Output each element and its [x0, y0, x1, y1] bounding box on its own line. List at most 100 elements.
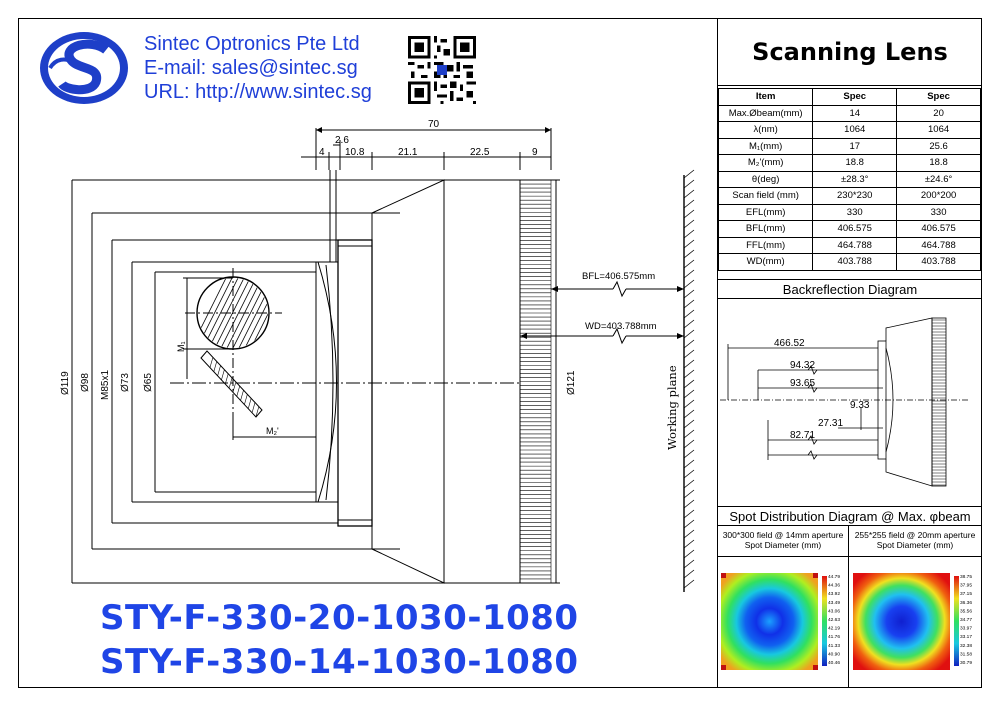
spot-scale-tick: 42.19 [828, 626, 840, 632]
dim-4: 4 [319, 147, 325, 158]
spot-caption-rule [718, 556, 981, 557]
spot-left-caption-2: Spot Diameter (mm) [744, 540, 822, 550]
backreflection-diagram: 466.52 94.32 93.65 9.33 27.31 82.71 [720, 317, 968, 487]
header-spec-2: Spec [896, 88, 981, 106]
spec-value-cell: 14 [812, 104, 898, 122]
label-m1: M₁ [176, 341, 186, 352]
product-title: Scanning Lens [718, 18, 982, 86]
dim-21-1: 21.1 [398, 147, 418, 158]
spec-value-cell: 25.6 [896, 137, 981, 155]
spot-scale-tick: 36.36 [960, 600, 972, 606]
spec-item-cell: BFL(mm) [717, 220, 814, 238]
spot-heatmap-left [721, 573, 818, 670]
spot-scale-tick: 44.36 [828, 583, 840, 589]
model-number-2: STY-F-330-14-1030-1080 [100, 642, 579, 682]
br-dim-94-32: 94.32 [790, 360, 815, 371]
qr-code-icon [408, 36, 476, 104]
spec-item-cell: FFL(mm) [717, 236, 814, 254]
lens-mechanical-drawing: 70 2.6 4 10.8 21.1 22.5 9 BFL=406.575mm … [60, 119, 695, 592]
spec-value-cell: 18.8 [896, 154, 981, 172]
spec-value-cell: 17 [812, 137, 898, 155]
header-spec-1: Spec [812, 88, 898, 106]
header-item: Item [717, 88, 814, 106]
model-number-1: STY-F-330-20-1030-1080 [100, 598, 579, 638]
company-name: Sintec Optronics Pte Ltd [144, 33, 360, 55]
spec-value-cell: 1064 [812, 121, 898, 139]
spec-value-cell: 230*230 [812, 187, 898, 205]
spot-scale-tick: 35.56 [960, 608, 972, 614]
br-dim-9-33: 9.33 [850, 400, 870, 411]
mirror-hatch [201, 351, 262, 417]
spec-value-cell: 406.575 [896, 220, 981, 238]
spot-scale-tick: 37.15 [960, 591, 972, 597]
spec-table-row: θ(deg)±28.3°±24.6° [717, 170, 981, 188]
model-numbers: STY-F-330-20-1030-1080 STY-F-330-14-1030… [100, 596, 579, 684]
spec-value-cell: 18.8 [812, 154, 898, 172]
spec-value-cell: 464.788 [812, 236, 898, 254]
spot-scale-tick: 43.49 [828, 600, 840, 606]
lens-ring-texture [519, 179, 552, 583]
spec-value-cell: 403.788 [812, 253, 898, 271]
spec-item-cell: M₂'(mm) [717, 154, 814, 172]
dim-d119: Ø119 [60, 371, 71, 395]
spot-scale-tick: 41.33 [828, 643, 840, 649]
spot-scale-tick: 41.76 [828, 634, 840, 640]
spec-table-header: Item Spec Spec [717, 88, 981, 106]
dim-22-5: 22.5 [470, 147, 490, 158]
dim-2-6: 2.6 [335, 135, 349, 146]
spot-scale-tick: 33.97 [960, 626, 972, 632]
spec-item-cell: M₁(mm) [717, 137, 814, 155]
br-dim-466-52: 466.52 [774, 338, 805, 349]
spot-scale-right [954, 576, 959, 666]
br-dim-27-31: 27.31 [818, 418, 843, 429]
dim-70: 70 [428, 119, 440, 130]
spot-scale-tick: 40.46 [828, 660, 840, 666]
spot-scale-tick: 37.95 [960, 583, 972, 589]
wd-label: WD=403.788mm [585, 321, 657, 332]
drawing-frame [18, 18, 982, 688]
sintec-logo [40, 32, 128, 104]
dim-10-8: 10.8 [345, 147, 365, 158]
company-url: URL: http://www.sintec.sg [144, 81, 372, 103]
dim-d121: Ø121 [566, 370, 577, 395]
spot-scale-tick: 40.90 [828, 651, 840, 657]
spot-left-caption-1: 300*300 field @ 14mm aperture [722, 530, 844, 540]
spot-scale-tick: 43.06 [828, 608, 840, 614]
spot-diagram-title: Spot Distribution Diagram @ Max. φbeam [718, 506, 982, 526]
dim-d65: Ø65 [143, 373, 154, 392]
spec-value-cell: 464.788 [896, 236, 981, 254]
spot-scale-tick: 33.17 [960, 634, 972, 640]
spot-divider [848, 526, 849, 688]
br-dim-82-71: 82.71 [790, 430, 815, 441]
dim-d98: Ø98 [80, 373, 91, 392]
spot-scale-tick: 31.58 [960, 651, 972, 657]
spot-scale-tick: 34.77 [960, 617, 972, 623]
working-plane-hatch [683, 169, 695, 589]
company-email: E-mail: sales@sintec.sg [144, 57, 358, 79]
backreflection-title: Backreflection Diagram [718, 279, 982, 299]
spot-scale-tick: 44.79 [828, 574, 840, 580]
br-dim-93-65: 93.65 [790, 378, 815, 389]
spot-scale-tick: 43.92 [828, 591, 840, 597]
working-plane-label: Working plane [665, 365, 679, 450]
spec-value-cell: ±28.3° [812, 170, 898, 188]
spec-value-cell: ±24.6° [896, 170, 981, 188]
spot-scale-tick: 38.75 [960, 574, 972, 580]
spec-item-cell: Max.Øbeam(mm) [717, 104, 814, 122]
spot-scale-tick: 42.63 [828, 617, 840, 623]
spot-right-caption: 255*255 field @ 20mm aperture Spot Diame… [850, 530, 980, 550]
spec-item-cell: EFL(mm) [717, 203, 814, 221]
bfl-label: BFL=406.575mm [582, 271, 655, 282]
spec-item-cell: λ(nm) [717, 121, 814, 139]
spot-right-caption-1: 255*255 field @ 20mm aperture [854, 530, 976, 540]
beam-circle-hatch [198, 278, 268, 348]
spec-value-cell: 330 [812, 203, 898, 221]
